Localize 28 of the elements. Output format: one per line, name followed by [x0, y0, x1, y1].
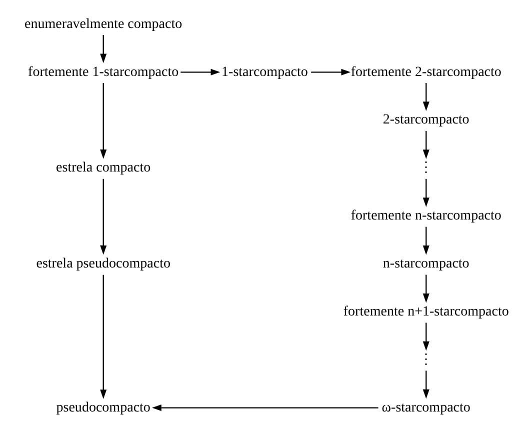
arrow [152, 404, 378, 411]
arrow [100, 178, 106, 254]
node-text: pseudocompacto [56, 398, 150, 415]
node-text: fortemente n-starcompacto [350, 207, 501, 224]
node-text: enumeravelmente compacto [24, 15, 182, 32]
arrow [422, 178, 429, 206]
arrow [100, 34, 106, 63]
arrow [180, 68, 220, 75]
node-text: fortemente 1-starcompacto [28, 63, 178, 80]
arrow [310, 68, 350, 75]
arrow [100, 274, 106, 398]
node-text: ⋮ [418, 159, 433, 176]
arrow [422, 130, 429, 158]
arrow [422, 322, 429, 350]
node-text: n-starcompacto [382, 255, 469, 272]
node-text: fortemente 2-starcompacto [350, 63, 501, 80]
arrow [422, 274, 429, 302]
node-text: ⋮ [418, 350, 433, 367]
arrow [422, 370, 429, 398]
node-text: ω-starcompacto [381, 398, 470, 415]
node-text: estrela pseudocompacto [36, 255, 170, 272]
arrow [422, 226, 429, 254]
arrow [100, 82, 106, 158]
arrow [422, 82, 429, 111]
node-text: 2-starcompacto [382, 111, 469, 128]
node-text: 1-starcompacto [221, 63, 308, 80]
node-text: fortemente n+1-starcompacto [342, 303, 508, 320]
node-text: estrela compacto [56, 159, 150, 176]
